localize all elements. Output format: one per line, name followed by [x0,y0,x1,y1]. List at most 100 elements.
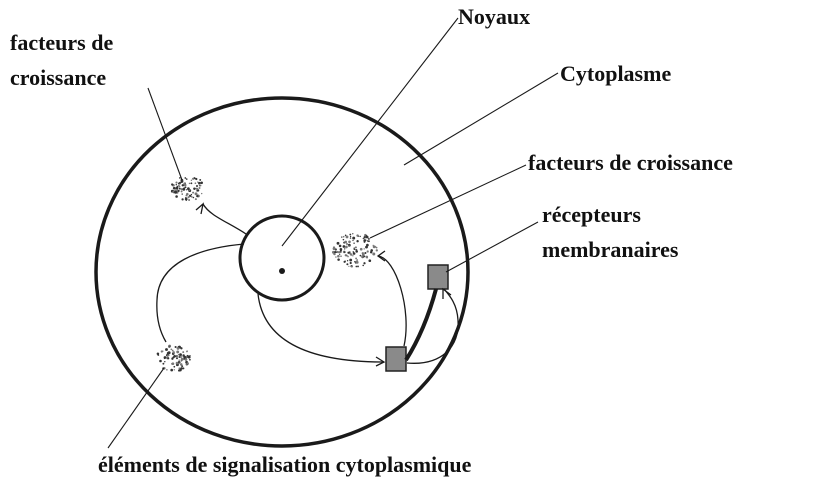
speckle [348,240,351,243]
speckle [178,367,180,369]
speckle [346,263,348,265]
speckle [181,188,183,190]
speckle [347,260,348,261]
speckle [170,369,173,372]
speckle [348,245,349,246]
speckle [167,354,169,356]
speckle [362,265,364,267]
speckle [178,183,179,184]
speckle [168,346,169,347]
speckle [360,255,362,257]
speckle [335,256,337,258]
speckle [188,199,190,201]
speckle [179,361,180,362]
speckle [350,262,352,264]
pathway-nucleus-to-upper-left-factor [203,204,246,234]
speckle [174,191,177,194]
speckle [356,240,358,242]
speckle [181,190,183,192]
speckle [182,351,184,353]
speckle [349,251,350,252]
speckle [350,236,351,237]
speckle [376,249,378,251]
speckle [179,353,182,356]
speckle [179,188,181,190]
speckle [373,245,374,246]
membrane-receptor-right [428,265,448,289]
speckle [341,236,342,237]
speckle [336,251,338,253]
speckle [363,238,364,239]
speckle [190,182,192,184]
speckle [181,198,183,200]
speckle [191,180,192,181]
speckle [191,196,193,198]
speckle [176,362,179,365]
speckle [355,266,357,268]
speckle [172,362,175,365]
speckle [189,359,191,361]
speckle [157,352,160,355]
speckle [181,358,184,361]
speckle [159,360,162,363]
speckle [176,187,179,190]
speckle [348,266,349,267]
speckle [198,187,200,189]
speckle [184,177,186,179]
speckle [187,187,190,190]
speckle [334,251,336,253]
speckle [352,251,354,253]
speckle [189,183,191,185]
speckle [356,249,357,250]
speckle [200,182,203,185]
speckle [195,182,197,184]
speckle [174,369,175,370]
speckle [168,351,171,354]
speckle [186,351,187,352]
speckle [178,354,179,355]
speckle [360,236,361,237]
speckle [193,188,195,190]
speckle [344,251,346,253]
speckle [180,356,182,358]
speckle [352,255,353,256]
speckle [339,254,340,255]
speckle [170,348,172,350]
growth-factor-cluster-upper-left [171,177,203,201]
speckle [370,249,373,252]
speckle [372,253,375,256]
speckle [166,369,168,371]
label-facteurs-topleft-line2: croissance [10,65,106,90]
leader-recepteurs [446,222,538,272]
speckle [376,247,378,249]
leader-noyaux [282,18,458,246]
speckle [200,185,202,187]
speckle [173,366,175,368]
speckle [350,237,351,238]
speckle [178,359,180,361]
speckle [361,255,363,257]
speckle [360,248,363,251]
speckle [355,246,357,248]
speckle [186,195,188,197]
speckle [346,235,349,238]
speckle [355,257,357,259]
speckle [337,255,340,258]
speckle [363,248,364,249]
speckle [178,190,180,192]
speckle [186,356,188,358]
speckle [172,351,174,353]
speckle [346,243,348,245]
speckle [195,188,196,189]
pathway-receptor-to-right-factor [378,256,406,346]
pathway-nucleus-to-bottom-receptor [258,294,384,362]
speckle [344,241,347,244]
speckle [191,194,192,195]
speckle [189,355,190,356]
membrane-receptor-bottom [386,347,406,371]
speckle [167,357,169,359]
arrowhead-right-receptor [443,289,451,299]
growth-factor-cluster-right [332,233,378,267]
speckle [195,178,197,180]
speckle [181,366,182,367]
